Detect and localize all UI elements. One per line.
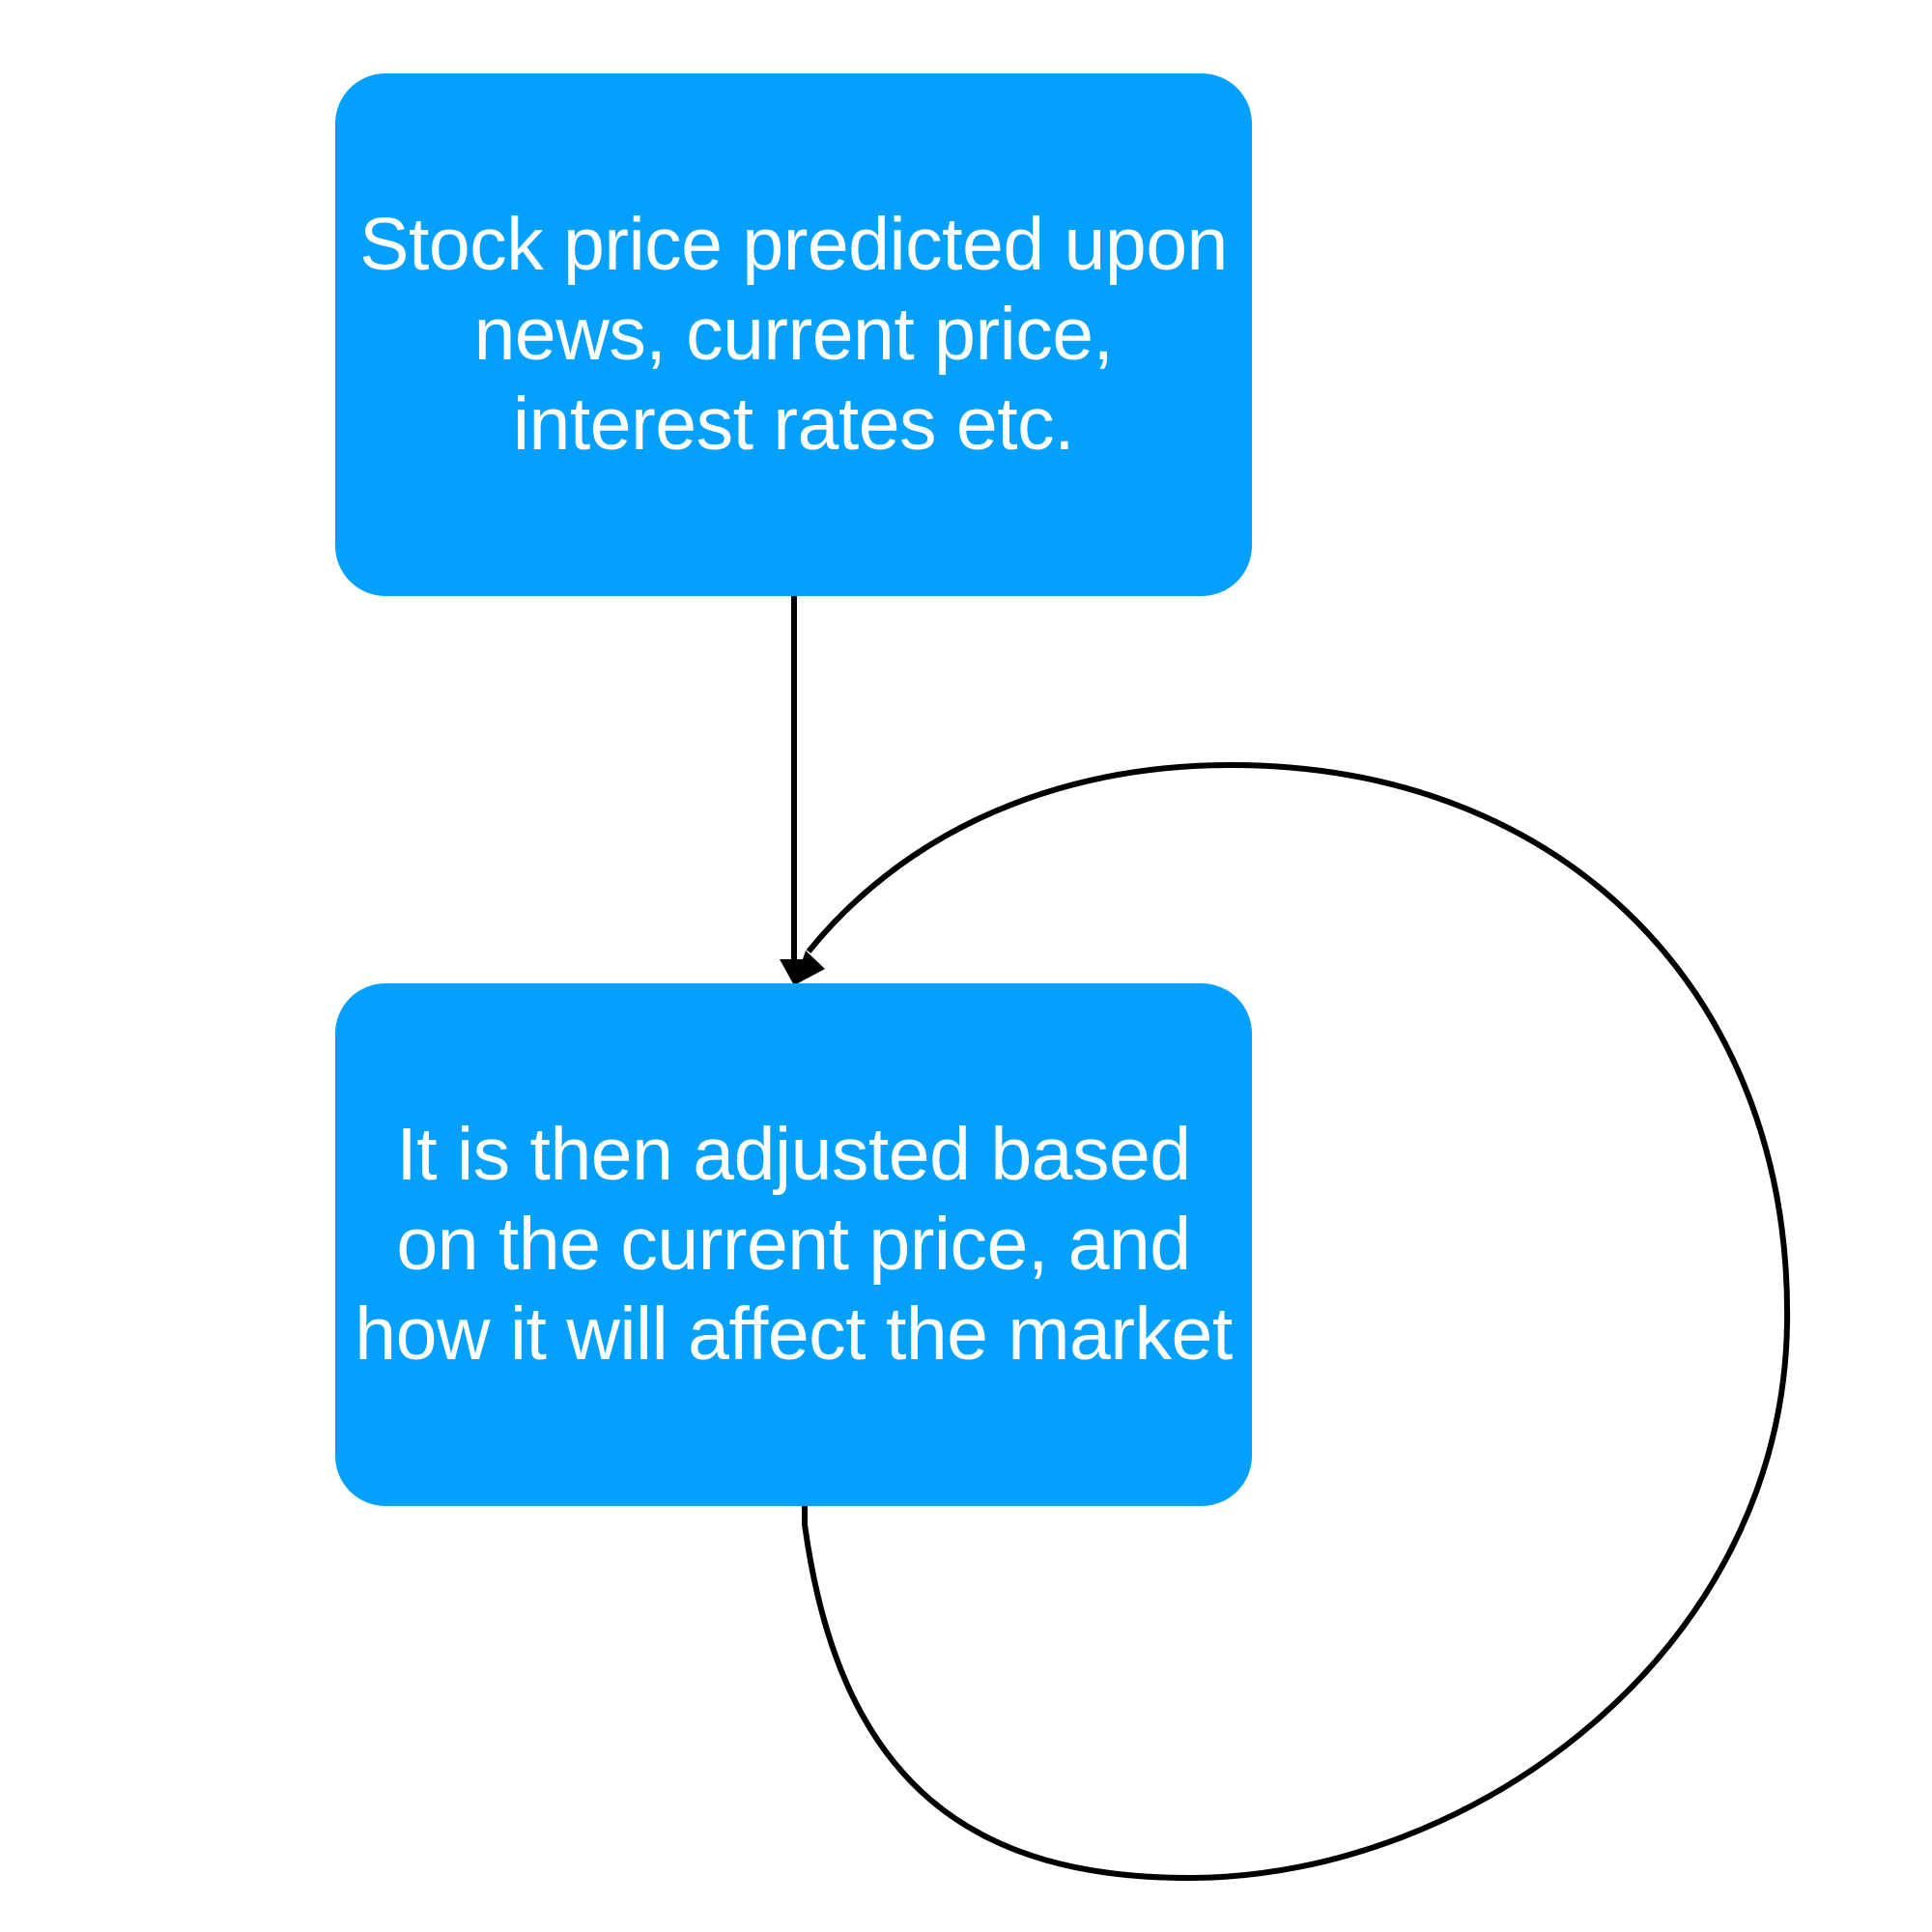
edge-predict-to-adjust xyxy=(780,596,809,985)
edge-feedback-loop-path xyxy=(802,761,1791,1882)
edge-feedback-loop-arrowhead xyxy=(794,951,825,985)
node-stock-price-predicted-text: Stock price predicted upon news, current… xyxy=(359,203,1228,466)
edge-feedback-loop xyxy=(794,761,1791,1882)
node-price-adjusted-text: It is then adjusted based on the current… xyxy=(355,1113,1233,1376)
node-price-adjusted: It is then adjusted based on the current… xyxy=(335,983,1252,1506)
node-stock-price-predicted: Stock price predicted upon news, current… xyxy=(335,73,1252,596)
